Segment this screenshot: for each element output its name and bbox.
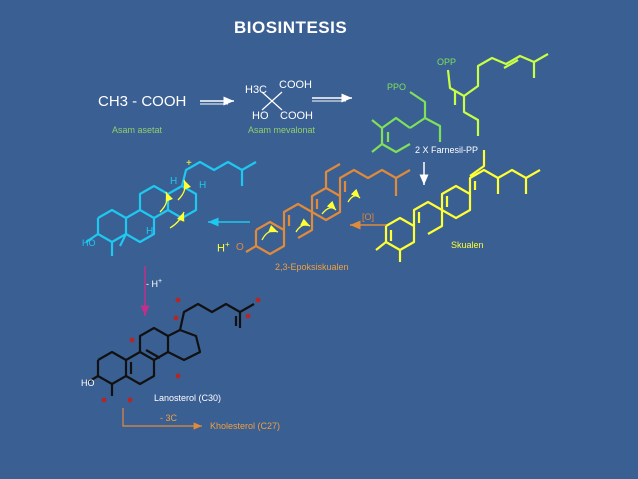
cation-charge: + <box>186 158 192 169</box>
mevalonate-h3c: H3C <box>245 84 268 96</box>
acetic-acid-label: Asam asetat <box>112 125 163 135</box>
opp-label: OPP <box>437 57 457 67</box>
lanosterol-label: Lanosterol (C30) <box>154 393 222 403</box>
cyan-hydroxyl: HO <box>82 238 96 248</box>
arrow-to-cholesterol <box>122 408 202 430</box>
lanosterol-structure <box>87 302 255 396</box>
mevalonate-structure <box>261 91 283 111</box>
minus-h-text: - H <box>146 279 158 289</box>
mevalonate-cooh-top: COOH <box>279 79 312 91</box>
hydride-shift-arrows <box>159 179 191 229</box>
mevalonate-cooh-bottom: COOH <box>280 110 313 122</box>
epoxysqualene-structure <box>245 163 411 256</box>
diagram-title: BIOSINTESIS <box>234 18 348 37</box>
lanosterol-methyl-markers <box>101 297 261 403</box>
epoxide-label: 2,3-Epoksiskualen <box>275 262 349 272</box>
minus-3c-label: - 3C <box>160 413 178 423</box>
ppo-label: PPO <box>387 82 407 92</box>
cyclization-curved-arrows <box>261 188 361 241</box>
cyan-hydrogen-1: H <box>170 176 178 187</box>
arrow-mevalonate-to-farnesyl <box>312 93 352 103</box>
minus-h-label: - H+ <box>146 278 162 289</box>
farnesyl-pp-structure <box>371 53 549 154</box>
arrow-acetate-to-mevalonate <box>200 96 234 106</box>
squalene-structure <box>375 150 541 262</box>
cyan-hydrogen-2: H <box>199 180 207 191</box>
epoxide-oxygen: O <box>236 242 244 253</box>
mevalonate-ho: HO <box>252 110 269 122</box>
minus-h-sup: + <box>158 278 163 285</box>
farnesyl-label: 2 X Farnesil-PP <box>415 145 479 155</box>
oxidation-label: [O] <box>362 212 375 222</box>
cyan-hydrogen-3: H <box>146 226 154 237</box>
h-plus-sup: + <box>224 240 230 249</box>
mevalonate-label: Asam mevalonat <box>248 125 316 135</box>
h-plus-h: H <box>217 242 225 255</box>
h-plus-label: H+ <box>217 240 230 255</box>
lanosterol-hydroxyl: HO <box>81 378 95 388</box>
cholesterol-label: Kholesterol (C27) <box>210 421 281 431</box>
squalene-label: Skualen <box>451 240 484 250</box>
acetic-acid-formula: CH3 - COOH <box>98 93 187 110</box>
